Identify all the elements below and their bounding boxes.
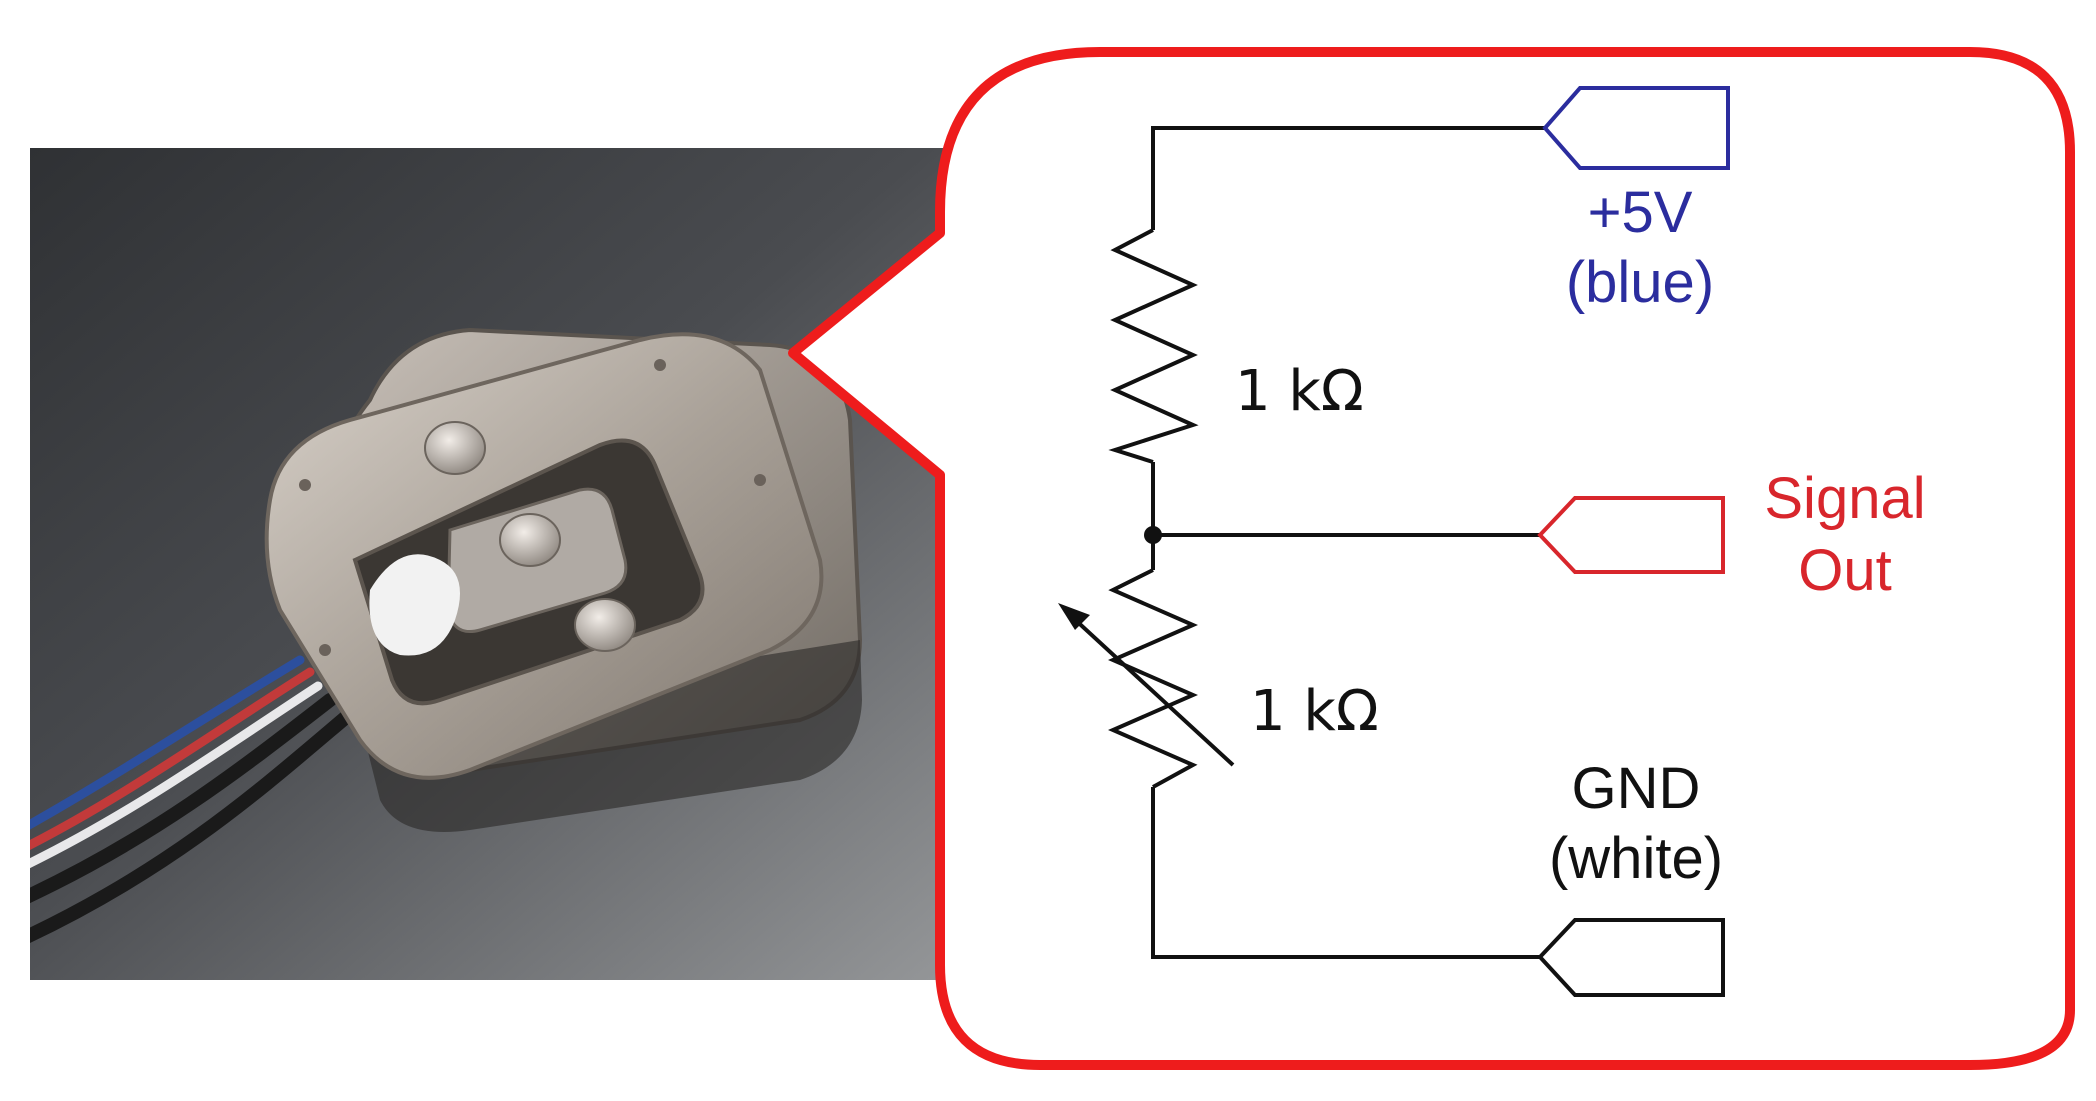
fixed-resistor-label: 1 kΩ	[1235, 359, 1364, 424]
sensor-wires	[30, 655, 352, 943]
signal-out-label: Out	[1798, 538, 1892, 603]
ground-label: GND	[1572, 756, 1701, 821]
rivets	[299, 359, 766, 656]
supply-voltage-label: +5V	[1588, 180, 1693, 245]
circuit-wires	[1151, 126, 1545, 959]
junction-dot	[1144, 526, 1162, 544]
signal-label: Signal	[1764, 466, 1925, 531]
potting-compound	[369, 554, 460, 656]
variable-arrow-icon	[1058, 603, 1235, 767]
bolt	[424, 421, 486, 475]
supply-wire-color-label: (blue)	[1566, 250, 1714, 315]
fixed-resistor	[1108, 228, 1199, 464]
ground-terminal	[1537, 918, 1725, 997]
signal-terminal	[1537, 496, 1725, 574]
variable-resistor	[1108, 568, 1198, 789]
circuit-schematic: 1 kΩ 1 kΩ +5V (blue) Signal Out GND (whi…	[1058, 86, 1926, 997]
variable-resistor-label: 1 kΩ	[1250, 679, 1379, 744]
load-cell-photo	[30, 148, 1028, 980]
supply-terminal	[1542, 86, 1730, 170]
bolt	[574, 598, 636, 652]
ground-wire-color-label: (white)	[1549, 826, 1723, 891]
callout-bubble	[788, 47, 2075, 1070]
